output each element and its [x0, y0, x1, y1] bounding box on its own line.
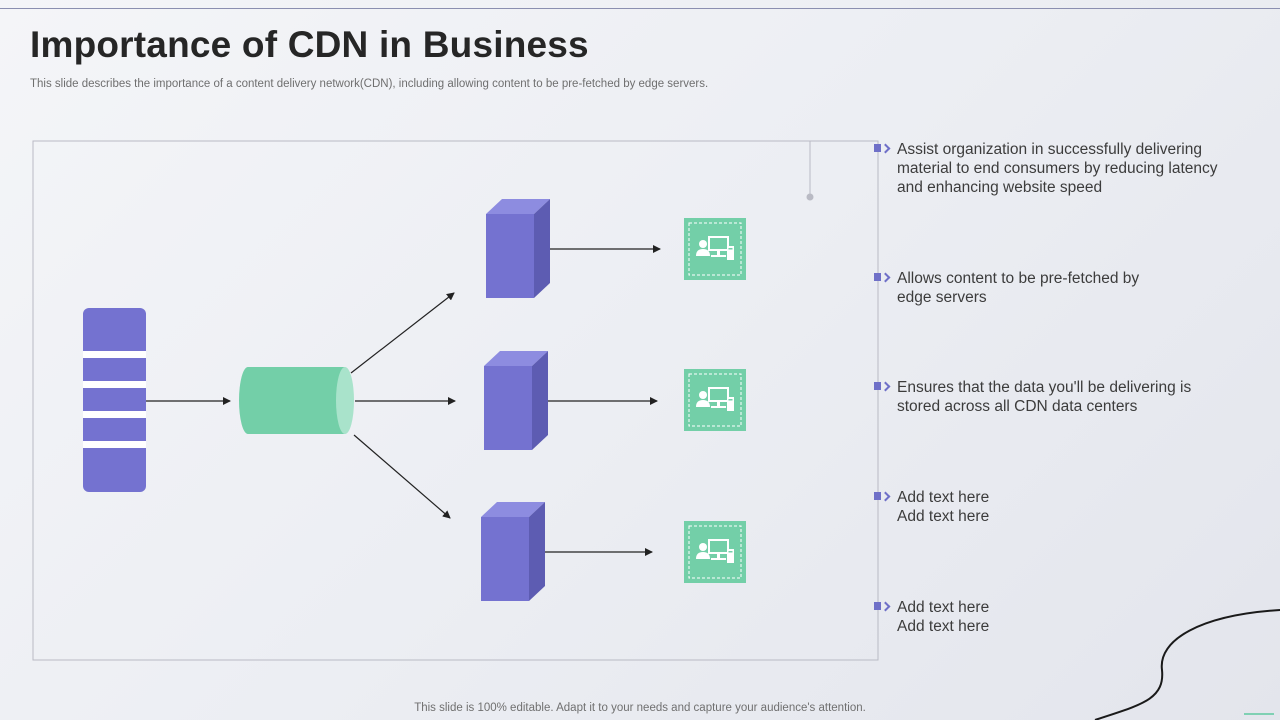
cube-server-icon	[481, 502, 545, 601]
server-rack-icon	[83, 308, 146, 492]
arrow-cdn-to-edge-3	[353, 434, 451, 519]
bullet-arrow-icon	[872, 272, 892, 283]
arrow-cdn-to-edge-1	[350, 292, 455, 374]
page-title: Importance of CDN in Business	[30, 24, 589, 65]
bullet-arrow-icon	[872, 601, 892, 612]
footer-note: This slide is 100% editable. Adapt it to…	[414, 702, 866, 714]
bullet-item: Add text here Add text here	[872, 598, 1252, 636]
bullet-item: Ensures that the data you'll be deliveri…	[872, 378, 1252, 416]
bullet-item: Allows content to be pre-fetched by edge…	[872, 269, 1252, 307]
bullet-text: Add text here Add text here	[897, 489, 990, 525]
bullet-item: Add text here Add text here	[872, 488, 1252, 526]
decorative-curve	[1094, 609, 1280, 720]
cylinder-database-icon	[239, 367, 354, 434]
bullet-text: Assist organization in successfully deli…	[897, 141, 1218, 196]
cube-server-icon	[486, 199, 550, 298]
cube-server-icon	[484, 351, 548, 450]
bullet-text: Ensures that the data you'll be deliveri…	[897, 379, 1192, 415]
top-rule	[0, 8, 1280, 9]
bullet-arrow-icon	[872, 381, 892, 392]
frame-connector-dot	[806, 193, 814, 201]
bullet-arrow-icon	[872, 143, 892, 154]
bullet-text: Add text here Add text here	[897, 599, 990, 635]
user-computer-icon	[684, 218, 746, 280]
user-computer-icon	[684, 521, 746, 583]
bullet-arrow-icon	[872, 491, 892, 502]
page-subtitle: This slide describes the importance of a…	[30, 78, 709, 90]
bullet-list: Assist organization in successfully deli…	[872, 0, 1252, 720]
bullet-item: Assist organization in successfully deli…	[872, 140, 1252, 197]
user-computer-icon	[684, 369, 746, 431]
corner-arrow-icon	[1244, 713, 1274, 715]
bullet-text: Allows content to be pre-fetched by edge…	[897, 270, 1140, 306]
